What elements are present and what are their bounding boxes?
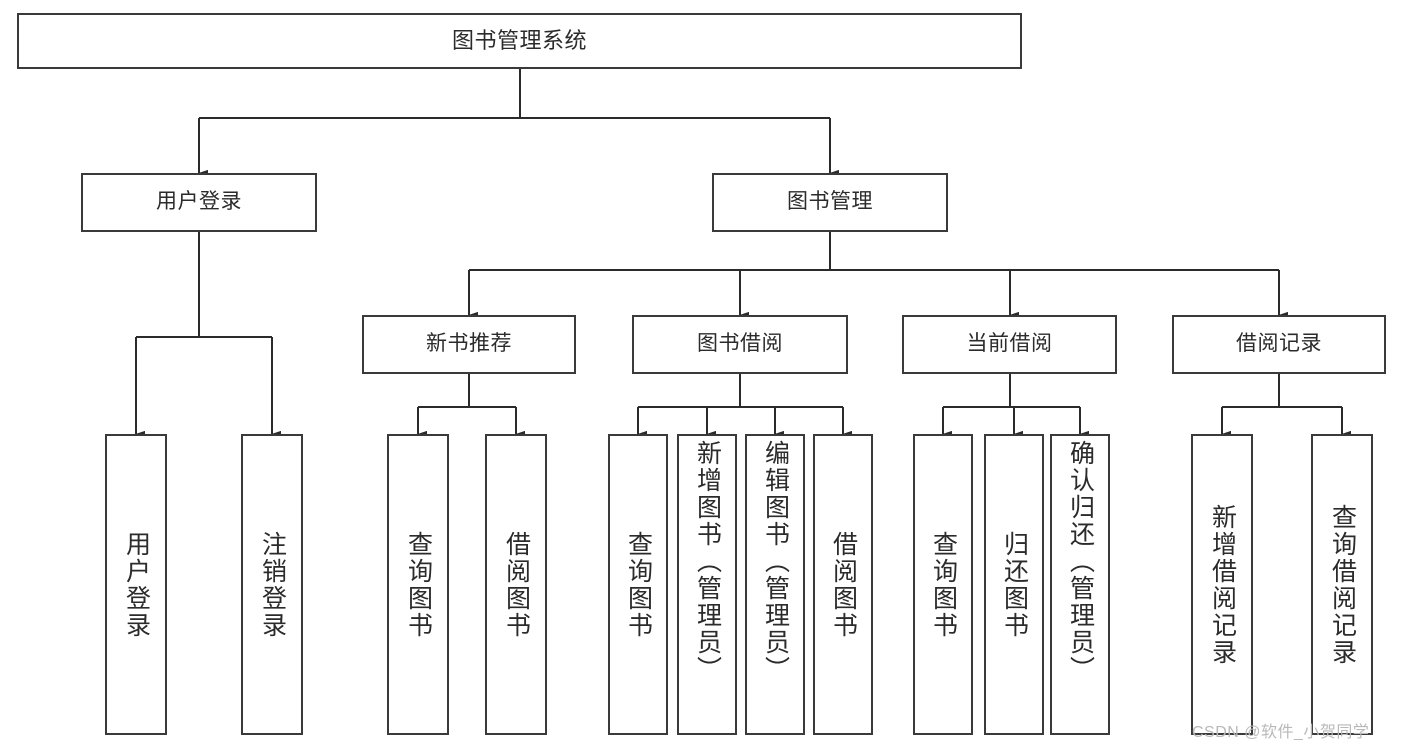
node-label: 新增借阅记录 <box>1208 503 1237 666</box>
node-label: 查询图书 <box>624 530 653 639</box>
connector-e-new-book <box>416 374 526 438</box>
node-new-book-recommend[interactable]: 新书推荐 <box>362 315 576 374</box>
node-label: 图书管理 <box>787 190 873 214</box>
node-label: 借阅图书 <box>502 530 531 639</box>
csdn-watermark: CSDN @软件_小贺同学 <box>1192 724 1370 741</box>
node-book-borrow[interactable]: 图书借阅 <box>632 315 848 374</box>
connector-e-book-borrow <box>636 374 853 438</box>
edge-group <box>134 69 1352 438</box>
node-label: 查询图书 <box>404 530 433 639</box>
node-leaf-query-record[interactable]: 查询借阅记录 <box>1311 434 1373 735</box>
node-label: 查询图书 <box>929 530 958 639</box>
connector-e-user-login <box>134 232 282 438</box>
node-label: 用户登录 <box>156 190 242 214</box>
node-label: 注销登录 <box>258 530 287 639</box>
node-label: 确认归还（管理员） <box>1066 440 1095 683</box>
node-leaf-query-book-3[interactable]: 查询图书 <box>913 434 973 735</box>
node-user-login[interactable]: 用户登录 <box>81 173 317 232</box>
node-label: 用户登录 <box>122 530 151 639</box>
node-leaf-return-book[interactable]: 归还图书 <box>984 434 1044 735</box>
node-label: 借阅记录 <box>1236 332 1322 356</box>
node-current-borrow[interactable]: 当前借阅 <box>902 315 1117 374</box>
node-leaf-add-book[interactable]: 新增图书（管理员） <box>677 434 737 735</box>
node-label: 借阅图书 <box>829 530 858 639</box>
node-label: 图书管理系统 <box>451 28 587 54</box>
connector-e-borrow-record <box>1220 374 1352 438</box>
node-label: 当前借阅 <box>966 332 1053 356</box>
node-root[interactable]: 图书管理系统 <box>17 13 1022 69</box>
node-leaf-confirm-return[interactable]: 确认归还（管理员） <box>1050 434 1110 735</box>
node-leaf-query-book-2[interactable]: 查询图书 <box>608 434 668 735</box>
node-leaf-user-login[interactable]: 用户登录 <box>105 434 167 735</box>
node-leaf-edit-book[interactable]: 编辑图书（管理员） <box>745 434 805 735</box>
node-label: 新书推荐 <box>426 332 512 356</box>
connector-e-current-borrow <box>941 374 1090 438</box>
node-label: 编辑图书（管理员） <box>761 440 790 683</box>
node-label: 归还图书 <box>1000 530 1029 639</box>
connector-e-root <box>197 69 840 177</box>
node-leaf-query-book-1[interactable]: 查询图书 <box>387 434 449 735</box>
node-leaf-borrow-book-2[interactable]: 借阅图书 <box>813 434 873 735</box>
node-label: 查询借阅记录 <box>1328 503 1357 666</box>
node-borrow-record[interactable]: 借阅记录 <box>1172 315 1386 374</box>
node-label: 新增图书（管理员） <box>693 440 722 683</box>
node-leaf-borrow-book-1[interactable]: 借阅图书 <box>485 434 547 735</box>
node-label: 图书借阅 <box>697 332 783 356</box>
node-leaf-add-record[interactable]: 新增借阅记录 <box>1191 434 1253 735</box>
node-book-manage[interactable]: 图书管理 <box>712 173 948 232</box>
node-leaf-user-logout[interactable]: 注销登录 <box>241 434 303 735</box>
connector-e-book-manage <box>467 232 1289 319</box>
